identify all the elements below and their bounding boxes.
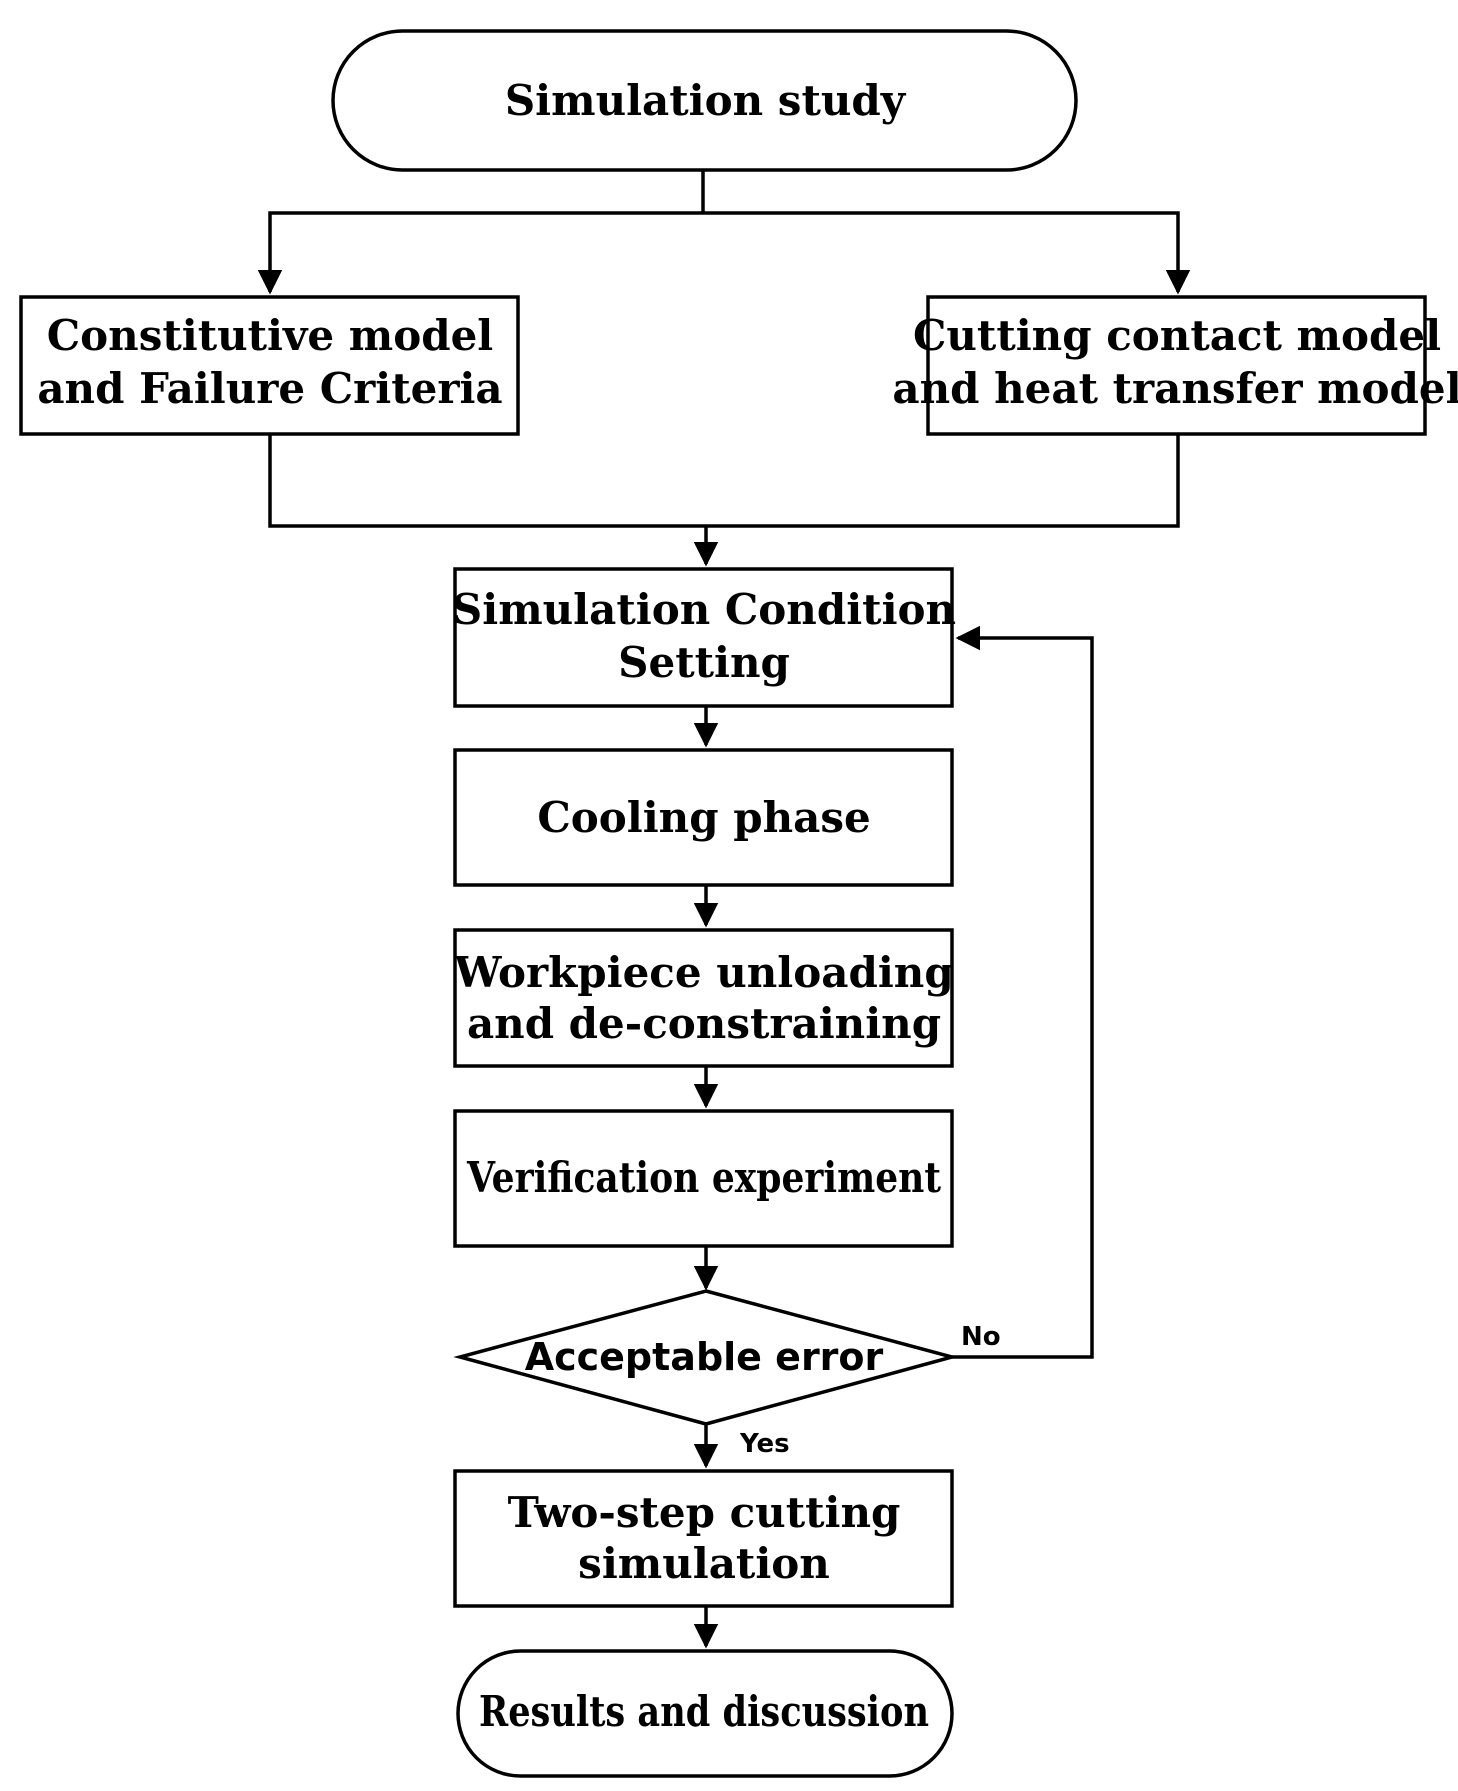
cooling-label: Cooling phase xyxy=(537,793,870,842)
two-step-box xyxy=(453,1469,954,1608)
verification-label: Verification experiment xyxy=(466,1153,941,1202)
constitutive-box xyxy=(19,295,520,436)
start-terminal xyxy=(331,29,1078,172)
condition-box xyxy=(453,567,954,708)
edge-label-yes: Yes xyxy=(739,1429,790,1459)
edge-split-right xyxy=(703,211,1191,295)
edge-decision-no-loop xyxy=(952,625,1094,1359)
contact-label-line1: Cutting contact model xyxy=(913,311,1441,360)
connectors xyxy=(257,170,1191,1649)
contact-box xyxy=(926,295,1427,436)
results-terminal xyxy=(456,1649,954,1778)
contact-label-line2: and heat transfer model xyxy=(892,364,1458,413)
edge-left-merge xyxy=(268,434,1180,528)
decision-label: Acceptable error xyxy=(525,1335,884,1379)
verification-box xyxy=(453,1109,954,1248)
edge-split-left xyxy=(257,211,703,295)
unloading-label-line1: Workpiece unloading xyxy=(453,948,953,997)
results-label: Results and discussion xyxy=(479,1687,929,1736)
shapes xyxy=(19,29,1427,1778)
start-label: Simulation study xyxy=(505,76,907,125)
constitutive-label-line1: Constitutive model xyxy=(47,311,494,360)
edge-label-no: No xyxy=(961,1322,1001,1352)
cooling-box xyxy=(453,748,954,887)
two-step-label-line2: simulation xyxy=(578,1539,830,1588)
unloading-label-line2: and de-constraining xyxy=(467,999,941,1048)
decision-diamond xyxy=(453,1289,959,1426)
edge-labels: No Yes xyxy=(739,1322,1001,1459)
node-labels: Simulation study Constitutive model and … xyxy=(37,76,1458,1736)
unloading-box xyxy=(453,928,954,1068)
two-step-label-line1: Two-step cutting xyxy=(508,1488,901,1537)
condition-label-line2: Setting xyxy=(618,638,790,687)
constitutive-label-line2: and Failure Criteria xyxy=(37,364,502,413)
condition-label-line1: Simulation Condition xyxy=(452,585,956,634)
